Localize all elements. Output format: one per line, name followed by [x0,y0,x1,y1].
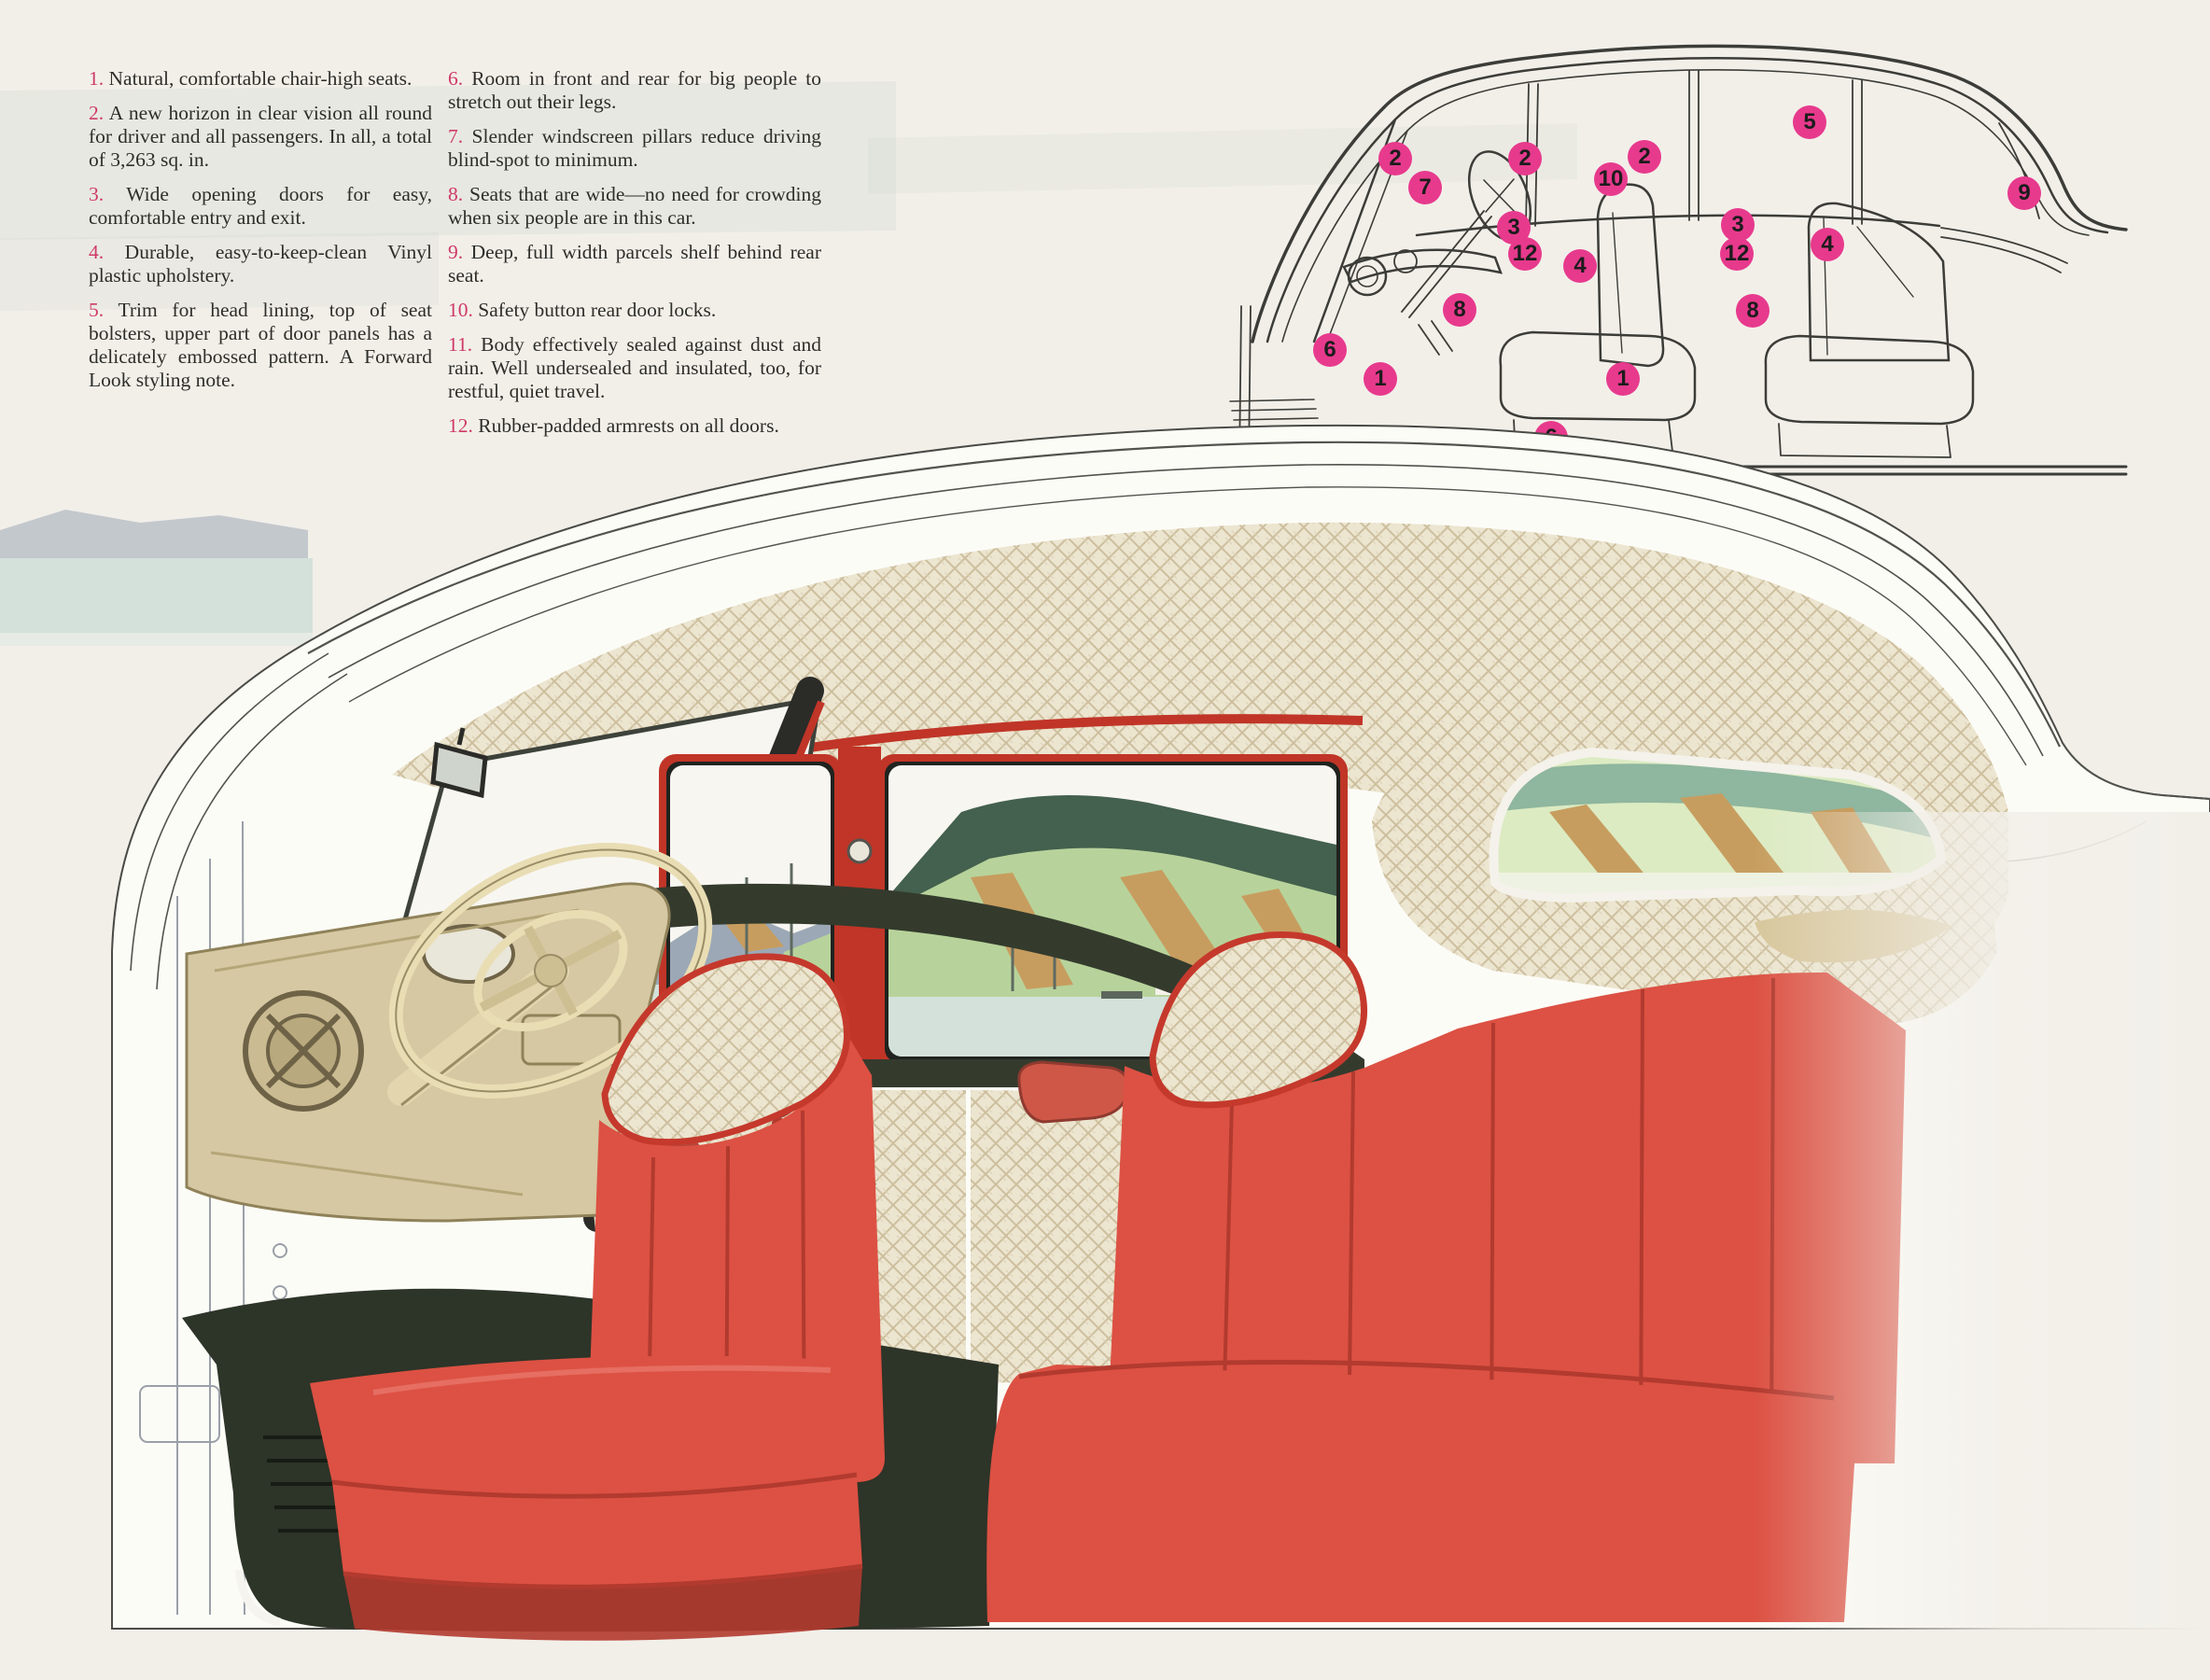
diagram-callout-5: 5 [1793,105,1826,139]
diagram-callout-4: 4 [1563,249,1597,283]
feature-number: 7. [448,125,464,147]
feature-number: 9. [448,241,464,263]
interior-illustration [0,424,2210,1680]
diagram-callout-8: 8 [1443,293,1476,327]
door-lock-button [846,838,873,864]
diagram-callout-1: 1 [1606,362,1640,396]
diagram-callout-7: 7 [1408,171,1442,204]
rear-armrest [1017,1060,1130,1124]
diagram-callout-2: 2 [1508,142,1542,175]
rear-seat [986,931,1906,1622]
feature-text: Rubber-padded armrests on all doors. [472,414,779,437]
rear-seat-top-bolster [1149,931,1368,1109]
feature-number: 5. [89,299,105,321]
diagram-callout-10: 10 [1594,162,1628,196]
feature-item-4: 4. Durable, easy-to-keep-clean Vinyl pla… [89,241,432,287]
feature-text: Room in front and rear for big people to… [448,67,821,113]
feature-text: Natural, comfortable chair-high seats. [104,67,413,90]
feature-column-right: 6. Room in front and rear for big people… [448,67,821,438]
feature-number: 2. [89,102,105,124]
feature-text: Seats that are wide—no need for crowding… [448,183,821,229]
feature-item-3: 3. Wide opening doors for easy, comforta… [89,183,432,230]
feature-item-12: 12. Rubber-padded armrests on all doors. [448,414,821,438]
front-seat [310,953,885,1641]
feature-item-8: 8. Seats that are wide—no need for crowd… [448,183,821,230]
feature-item-1: 1. Natural, comfortable chair-high seats… [89,67,432,91]
feature-text: Wide opening doors for easy, comfortable… [89,183,432,229]
feature-item-10: 10. Safety button rear door locks. [448,299,821,322]
feature-number: 3. [89,183,105,205]
feature-item-11: 11. Body effectively sealed against dust… [448,333,821,403]
feature-item-7: 7. Slender windscreen pillars reduce dri… [448,125,821,172]
feature-number: 1. [89,67,105,90]
feature-text: A new horizon in clear vision all round … [89,102,432,171]
feature-number: 6. [448,67,464,90]
feature-column-left: 1. Natural, comfortable chair-high seats… [89,67,432,392]
feature-item-2: 2. A new horizon in clear vision all rou… [89,102,432,172]
painting-fade-edge [1755,812,2210,1680]
feature-number: 4. [89,241,105,263]
feature-item-9: 9. Deep, full width parcels shelf behind… [448,241,821,287]
diagram-callout-8: 8 [1736,294,1769,328]
feature-number: 8. [448,183,464,205]
diagram-callout-1: 1 [1364,362,1397,396]
feature-text: Slender windscreen pillars reduce drivin… [448,125,821,171]
feature-item-6: 6. Room in front and rear for big people… [448,67,821,114]
diagram-callout-12: 12 [1720,237,1754,271]
diagram-callout-3: 3 [1497,211,1531,245]
rearview-mirror [430,727,488,799]
exterior-scenery [0,510,313,646]
feature-text: Body effectively sealed against dust and… [448,333,821,402]
feature-number: 10. [448,299,473,321]
diagram-callout-6: 6 [1313,333,1347,367]
feature-text: Deep, full width parcels shelf behind re… [448,241,821,287]
diagram-callout-12: 12 [1508,237,1542,271]
feature-number: 11. [448,333,473,356]
rear-seat-cushion [986,1365,1859,1622]
feature-text: Trim for head lining, top of seat bolste… [89,299,432,391]
diagram-callout-4: 4 [1811,228,1844,261]
diagram-callout-2: 2 [1378,142,1412,175]
steering-wheel [387,843,713,1107]
feature-number: 12. [448,414,473,437]
feature-text: Safety button rear door locks. [472,299,717,321]
diagram-callout-2: 2 [1628,140,1661,174]
diagram-callout-3: 3 [1721,208,1755,242]
feature-item-5: 5. Trim for head lining, top of seat bol… [89,299,432,392]
diagram-callout-9: 9 [2007,176,2041,210]
feature-text: Durable, easy-to-keep-clean Vinyl plasti… [89,241,432,287]
front-seat-top-bolster [601,953,850,1146]
